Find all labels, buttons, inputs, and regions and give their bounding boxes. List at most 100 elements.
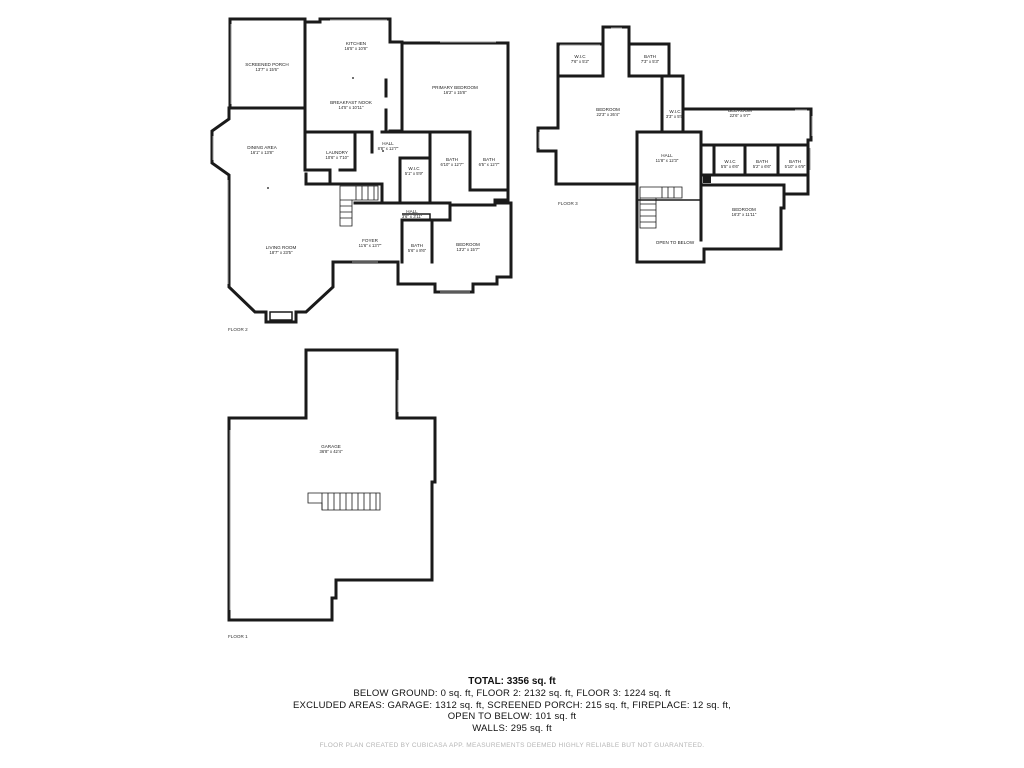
room-dim-bath-b: 6'5" x 12'7": [479, 162, 500, 167]
floor-2-wall: [303, 17, 374, 154]
floor-2-wall: [338, 130, 357, 172]
summary-line-2: EXCLUDED AREAS: GARAGE: 1312 sq. ft, SCR…: [293, 699, 731, 711]
room-dim-hall: 11'8" x 12'3": [656, 158, 679, 163]
room-name-foyer: FOYER: [362, 238, 379, 243]
floor-2-outer-wall: [210, 17, 513, 324]
room-dim-bath-a: 6'10" x 12'7": [441, 162, 464, 167]
room-name-bedroom-low: BEDROOM: [732, 207, 756, 212]
floor-3-wall: [699, 183, 786, 196]
room-dim-bath-low-b: 5'10" x 6'9": [785, 164, 806, 169]
marker-dot: [267, 187, 269, 189]
room-name-garage: GARAGE: [321, 444, 341, 449]
room-dim-bedroom-low: 16'3" x 11'11": [732, 212, 757, 217]
floor-2-staircase: [339, 185, 379, 227]
floor-3-wall: [627, 42, 671, 78]
room-dim-wic-low: 5'5" x 6'6": [721, 164, 740, 169]
window: [229, 380, 399, 610]
window: [538, 27, 813, 170]
total-area: TOTAL: 3356 sq. ft: [468, 676, 556, 687]
room-name-bath-low-a: BATH: [756, 159, 768, 164]
room-dim-wic-top: 7'6" x 5'2": [571, 59, 590, 64]
room-name-open-to-below: OPEN TO BELOW: [656, 240, 695, 245]
floor-2-wall: [303, 130, 332, 186]
room-name-wic-mid: W.I.C: [669, 109, 681, 114]
floor-2-wall: [228, 106, 307, 134]
floor-3-plan: W.I.C 7'6" x 5'2" BATH 7'3" x 5'3" BEDRO…: [536, 25, 813, 264]
floor-3-label: FLOOR 3: [558, 201, 578, 206]
room-name-breakfast-nook: BREAKFAST NOOK: [330, 100, 373, 105]
room-name-wic-top: W.I.C: [574, 54, 586, 59]
floor-2-plan: SCREENED PORCH 13'7" x 15'6" KITCHEN 16'…: [210, 17, 513, 332]
room-name-dining-area: DINING AREA: [247, 145, 278, 150]
room-name-hall-lower: HALL: [406, 209, 418, 214]
room-name-bath-top: BATH: [644, 54, 656, 59]
summary-line-4: WALLS: 295 sq. ft: [472, 722, 552, 734]
floor-3-wall: [660, 74, 685, 134]
area-summary: TOTAL: 3356 sq. ft BELOW GROUND: 0 sq. f…: [0, 676, 1024, 734]
floor-2-wall: [468, 130, 510, 192]
room-dim-laundry: 10'6" x 7'10": [326, 155, 349, 160]
room-dim-bedroom: 13'2" x 15'7": [457, 247, 480, 252]
floor-2-wall: [328, 182, 384, 205]
room-dim-dining-area: 16'1" x 13'8": [251, 150, 274, 155]
room-name-screened-porch: SCREENED PORCH: [245, 62, 288, 67]
fireplace: [269, 311, 293, 321]
floor-1-plan: GARAGE 36'8" x 42'4" FLOOR 1: [227, 348, 437, 639]
room-dim-bedroom-left: 22'3" x 26'4": [597, 112, 620, 117]
room-name-living-room: LIVING ROOM: [266, 245, 297, 250]
room-name-primary-bedroom: PRIMARY BEDROOM: [432, 85, 478, 90]
room-dim-wic: 5'1" x 5'9": [405, 171, 424, 176]
summary-line-3: OPEN TO BELOW: 101 sq. ft: [447, 711, 577, 722]
floor-2-wall: [353, 201, 497, 207]
floor-1-outer-wall: [227, 348, 437, 622]
floor-3-wall: [699, 143, 716, 242]
room-name-bath-low-b: BATH: [789, 159, 801, 164]
room-dim-living-room: 18'7" x 23'5": [270, 250, 293, 255]
floor-3-wall: [681, 130, 810, 147]
room-dim-foyer: 11'6" x 13'7": [359, 243, 382, 248]
floor-3-wall: [712, 143, 810, 177]
floor-2-label: FLOOR 2: [228, 327, 248, 332]
floor-3-wall: [556, 42, 605, 78]
room-dim-hall-upper: 8'8" x 12'7": [378, 146, 399, 151]
summary-line-1: BELOW GROUND: 0 sq. ft, FLOOR 2: 2132 sq…: [353, 688, 671, 699]
room-dim-hall-lower: 3'6" x 3'11": [402, 214, 423, 219]
room-name-bath-c: BATH: [411, 243, 423, 248]
room-dim-bath-c: 5'6" x 8'6": [408, 248, 427, 253]
window: [212, 19, 496, 293]
floor-2-wall: [388, 41, 404, 133]
floor-1-label: FLOOR 1: [228, 634, 248, 639]
floor-2-wall: [400, 218, 434, 264]
room-name-bedroom: BEDROOM: [456, 242, 480, 247]
floor-3-wall: [635, 74, 664, 186]
disclaimer-text: FLOOR PLAN CREATED BY CUBICASA APP. MEAS…: [319, 742, 705, 749]
room-dim-bath-low-a: 5'2" x 6'6": [753, 164, 772, 169]
room-name-bedroom-left: BEDROOM: [596, 107, 620, 112]
room-name-bath-a: BATH: [446, 157, 458, 162]
room-name-wic-low: W.I.C: [724, 159, 736, 164]
room-dim-bedroom-right: 22'6" x 9'7": [730, 113, 751, 118]
room-dim-garage: 36'8" x 42'4": [320, 449, 343, 454]
room-name-bedroom-right: BEDROOM: [728, 108, 752, 113]
floor-2-wall: [398, 156, 432, 205]
room-name-wic: W.I.C: [408, 166, 420, 171]
floor-1-staircase: [307, 492, 381, 511]
floor-3-staircase: [639, 186, 683, 229]
room-dim-breakfast-nook: 14'5" x 10'11": [339, 105, 364, 110]
room-dim-kitchen: 16'5" x 10'8": [345, 46, 368, 51]
floor-2-wall: [402, 213, 431, 220]
room-name-kitchen: KITCHEN: [346, 41, 366, 46]
marker-dot: [382, 150, 384, 152]
room-name-hall-upper: HALL: [382, 141, 394, 146]
room-dim-primary-bedroom: 16'2" x 15'8": [444, 90, 467, 95]
room-dim-screened-porch: 13'7" x 15'6": [256, 67, 279, 72]
room-name-hall: HALL: [661, 153, 673, 158]
room-dim-bath-top: 7'3" x 5'3": [641, 59, 660, 64]
room-dim-wic-mid: 3'3" x 5'5": [666, 114, 685, 119]
floor-3-fixture: [703, 175, 711, 183]
room-name-laundry: LAUNDRY: [326, 150, 348, 155]
floor-2-wall: [430, 201, 452, 222]
marker-dot: [352, 77, 354, 79]
room-name-bath-b: BATH: [483, 157, 495, 162]
